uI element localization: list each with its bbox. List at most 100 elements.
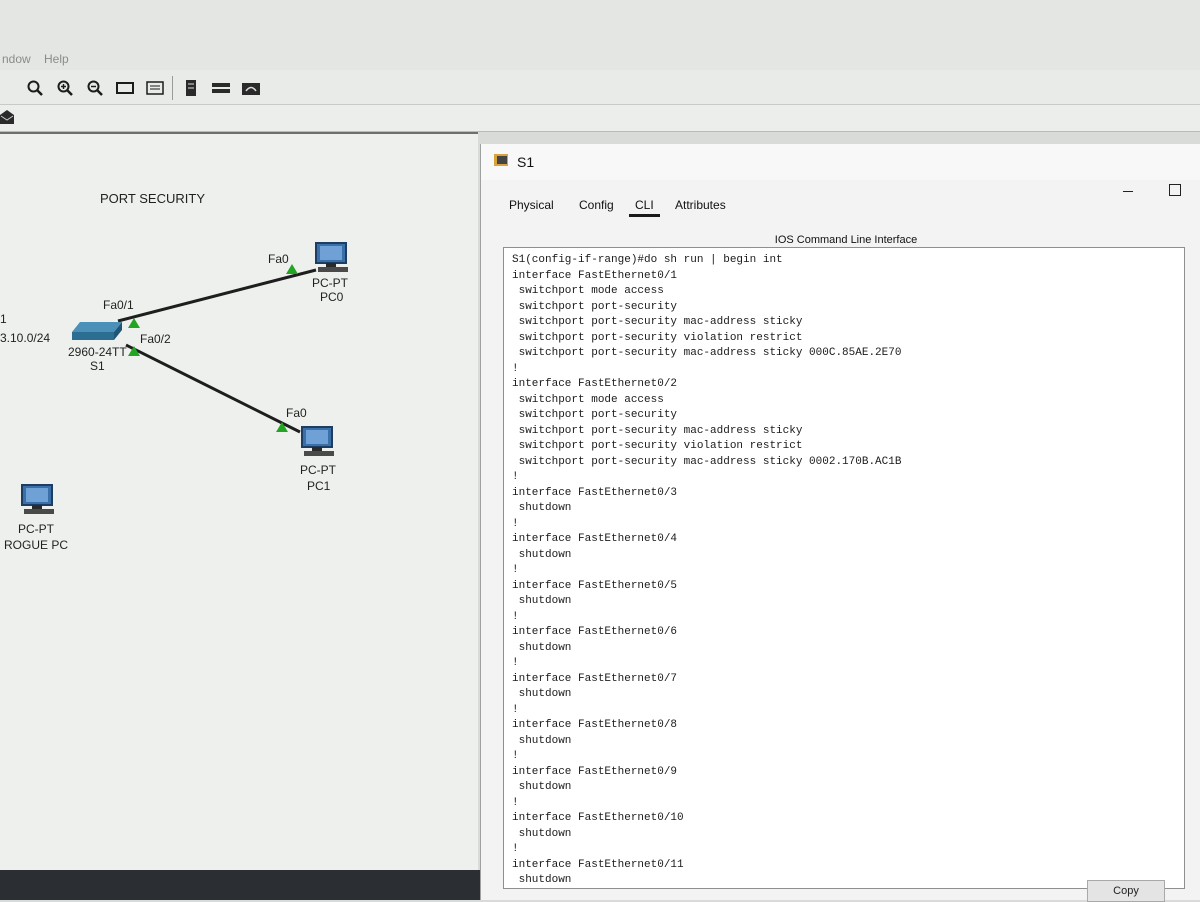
link-s1-pc1 bbox=[125, 343, 301, 434]
copy-button[interactable]: Copy bbox=[1087, 880, 1165, 902]
link-s1-pc0 bbox=[117, 268, 317, 323]
cli-line: interface FastEthernet0/7 bbox=[512, 672, 678, 685]
cli-line: switchport port-security bbox=[512, 300, 678, 313]
zoom-in-icon[interactable] bbox=[54, 78, 76, 98]
menu-bar: ndow Help bbox=[0, 0, 1200, 70]
port-indicator-s1-fa02 bbox=[128, 346, 140, 356]
cli-line: interface FastEthernet0/9 bbox=[512, 765, 678, 778]
pc-icon bbox=[301, 426, 334, 456]
cli-line: switchport port-security mac-address sti… bbox=[512, 424, 803, 437]
cli-line: interface FastEthernet0/3 bbox=[512, 486, 678, 499]
s1-port-fa01: Fa0/1 bbox=[103, 298, 134, 312]
cli-line: shutdown bbox=[512, 502, 572, 514]
rogue-pc-name: ROGUE PC bbox=[4, 538, 69, 552]
cli-terminal[interactable]: S1(config-if-range)#do sh run | begin in… bbox=[503, 247, 1185, 889]
cli-line: shutdown bbox=[512, 734, 572, 747]
notes-icon[interactable] bbox=[180, 78, 202, 98]
cli-line: S1(config-if-range)#do sh run | begin in… bbox=[512, 254, 783, 266]
cli-line: switchport port-security violation restr… bbox=[512, 331, 803, 344]
cli-line: shutdown bbox=[512, 688, 572, 700]
s1-port-fa02: Fa0/2 bbox=[140, 332, 171, 346]
pc-icon bbox=[315, 242, 348, 272]
menu-help[interactable]: Help bbox=[44, 52, 69, 66]
pc-icon bbox=[21, 484, 54, 514]
port-indicator-s1-fa01 bbox=[128, 318, 140, 328]
cli-line: interface FastEthernet0/2 bbox=[512, 378, 678, 390]
cli-line: ! bbox=[512, 610, 519, 623]
rectangle-icon[interactable] bbox=[114, 78, 136, 98]
port-indicator-pc0 bbox=[286, 264, 298, 274]
cli-line: interface FastEthernet0/11 bbox=[512, 858, 684, 871]
cli-line: interface FastEthernet0/1 bbox=[512, 269, 678, 282]
device-icon[interactable] bbox=[210, 78, 232, 98]
cli-line: shutdown bbox=[512, 548, 572, 561]
cli-line: switchport port-security mac-address sti… bbox=[512, 316, 803, 328]
camera-icon[interactable] bbox=[240, 78, 262, 98]
palette-icon[interactable] bbox=[144, 78, 166, 98]
cli-line: interface FastEthernet0/4 bbox=[512, 533, 678, 545]
tab-cli[interactable]: CLI bbox=[629, 196, 660, 217]
toolbar-divider bbox=[172, 76, 173, 100]
main-toolbar bbox=[0, 70, 1200, 105]
cli-line: ! bbox=[512, 843, 519, 855]
pc0-port: Fa0 bbox=[268, 252, 289, 266]
cli-line: interface FastEthernet0/10 bbox=[512, 812, 684, 824]
pc1-port: Fa0 bbox=[286, 406, 307, 420]
cli-line: switchport port-security bbox=[512, 409, 678, 421]
rogue-pc-type: PC-PT bbox=[18, 522, 54, 536]
switch-icon bbox=[72, 322, 122, 340]
maximize-icon[interactable] bbox=[1169, 184, 1181, 196]
cli-line: shutdown bbox=[512, 641, 572, 654]
pc0-device[interactable] bbox=[314, 242, 350, 274]
topology-links bbox=[117, 264, 317, 434]
cli-line: shutdown bbox=[512, 827, 572, 840]
pc0-name: PC0 bbox=[320, 290, 344, 304]
pc1-name: PC1 bbox=[307, 479, 331, 493]
switch-name: S1 bbox=[90, 359, 105, 373]
tab-physical[interactable]: Physical bbox=[509, 198, 554, 212]
cli-line: interface FastEthernet0/8 bbox=[512, 719, 678, 731]
pc1-type: PC-PT bbox=[300, 463, 336, 477]
cli-line: ! bbox=[512, 564, 519, 576]
pc1-device[interactable] bbox=[300, 426, 336, 458]
cli-line: shutdown bbox=[512, 874, 572, 886]
device-dialog-s1: S1 Physical Config CLI Attributes IOS Co… bbox=[480, 144, 1200, 902]
cli-line: ! bbox=[512, 796, 519, 809]
topology-workspace[interactable]: PORT SECURITY 1 3.10.0/24 Fa0/1 Fa0/2 29… bbox=[0, 132, 478, 872]
dialog-titlebar: S1 bbox=[481, 144, 1200, 196]
cli-line: switchport port-security mac-address sti… bbox=[512, 455, 902, 468]
cli-line: interface FastEthernet0/6 bbox=[512, 626, 678, 638]
switch-model: 2960-24TT bbox=[68, 345, 127, 359]
dialog-title: S1 bbox=[517, 154, 535, 170]
cli-line: ! bbox=[512, 657, 519, 669]
switch-s1[interactable] bbox=[70, 322, 122, 342]
zoom-out-icon[interactable] bbox=[84, 78, 106, 98]
cli-header: IOS Command Line Interface bbox=[774, 234, 918, 246]
cli-line: ! bbox=[512, 471, 519, 483]
cli-line: ! bbox=[512, 750, 519, 762]
cli-line: shutdown bbox=[512, 595, 572, 607]
rogue-pc-device[interactable] bbox=[20, 484, 56, 516]
menu-window[interactable]: ndow bbox=[2, 52, 31, 66]
cli-line: switchport mode access bbox=[512, 393, 664, 406]
network-label-2: 3.10.0/24 bbox=[0, 331, 51, 345]
tab-attributes[interactable]: Attributes bbox=[675, 198, 726, 212]
device-app-icon bbox=[493, 152, 511, 173]
cli-line: switchport port-security mac-address sti… bbox=[512, 347, 902, 359]
secondary-toolbar bbox=[0, 105, 1200, 132]
cli-line: interface FastEthernet0/5 bbox=[512, 579, 678, 592]
cli-line: shutdown bbox=[512, 781, 572, 793]
topology-title: PORT SECURITY bbox=[100, 191, 205, 206]
pc0-type: PC-PT bbox=[312, 276, 348, 290]
cli-line: switchport port-security violation restr… bbox=[512, 440, 803, 452]
cli-line: ! bbox=[512, 517, 519, 530]
search-icon[interactable] bbox=[24, 78, 46, 98]
minimize-icon[interactable] bbox=[1121, 184, 1135, 198]
workspace-bottom-bar bbox=[0, 870, 480, 900]
network-label-1: 1 bbox=[0, 312, 7, 326]
cli-line: switchport mode access bbox=[512, 285, 664, 297]
cli-line: ! bbox=[512, 362, 519, 375]
cli-line: ! bbox=[512, 703, 519, 716]
tab-config[interactable]: Config bbox=[579, 198, 614, 212]
envelope-icon[interactable] bbox=[0, 109, 14, 130]
